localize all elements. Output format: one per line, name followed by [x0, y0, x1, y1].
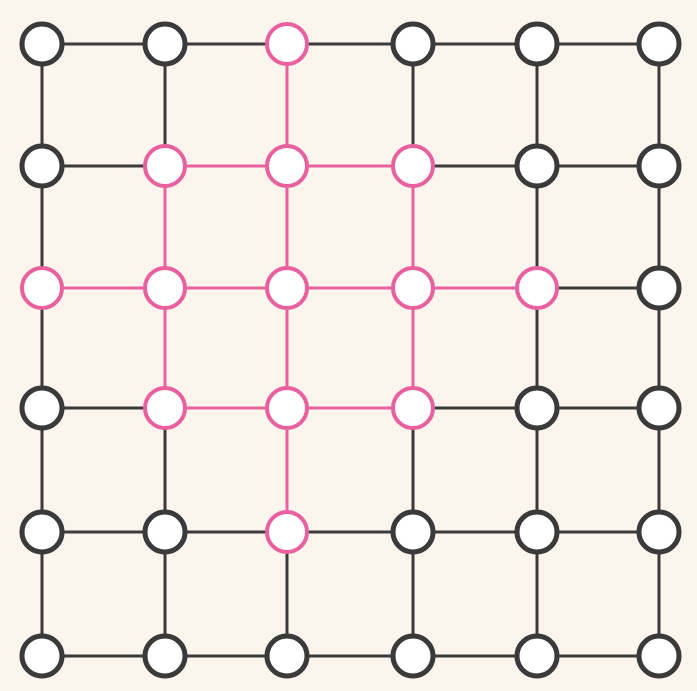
- grid-node: [514, 509, 560, 555]
- highlighted-node: [265, 22, 309, 66]
- grid-node: [142, 633, 188, 679]
- highlighted-node: [515, 266, 559, 310]
- highlighted-node: [143, 144, 187, 188]
- grid-node: [514, 385, 560, 431]
- grid-node: [636, 21, 682, 67]
- grid-node: [514, 21, 560, 67]
- highlighted-node: [143, 386, 187, 430]
- highlighted-node: [391, 144, 435, 188]
- grid-node: [636, 143, 682, 189]
- highlighted-node: [265, 266, 309, 310]
- grid-node: [390, 633, 436, 679]
- highlighted-node: [20, 266, 64, 310]
- highlighted-node: [265, 386, 309, 430]
- highlighted-node: [143, 266, 187, 310]
- grid-node: [19, 633, 65, 679]
- highlighted-node: [265, 510, 309, 554]
- grid-node: [19, 509, 65, 555]
- nodes-layer: [19, 21, 682, 679]
- grid-node: [636, 385, 682, 431]
- grid-node: [514, 633, 560, 679]
- grid-node: [390, 509, 436, 555]
- grid-node: [636, 265, 682, 311]
- grid-node: [636, 509, 682, 555]
- grid-node: [142, 509, 188, 555]
- grid-node: [19, 385, 65, 431]
- highlighted-node: [391, 266, 435, 310]
- grid-node: [264, 633, 310, 679]
- grid-node: [636, 633, 682, 679]
- grid-node: [19, 21, 65, 67]
- grid-node: [142, 21, 188, 67]
- grid-node: [514, 143, 560, 189]
- highlighted-node: [391, 386, 435, 430]
- grid-node: [390, 21, 436, 67]
- grid-node: [19, 143, 65, 189]
- highlighted-node: [265, 144, 309, 188]
